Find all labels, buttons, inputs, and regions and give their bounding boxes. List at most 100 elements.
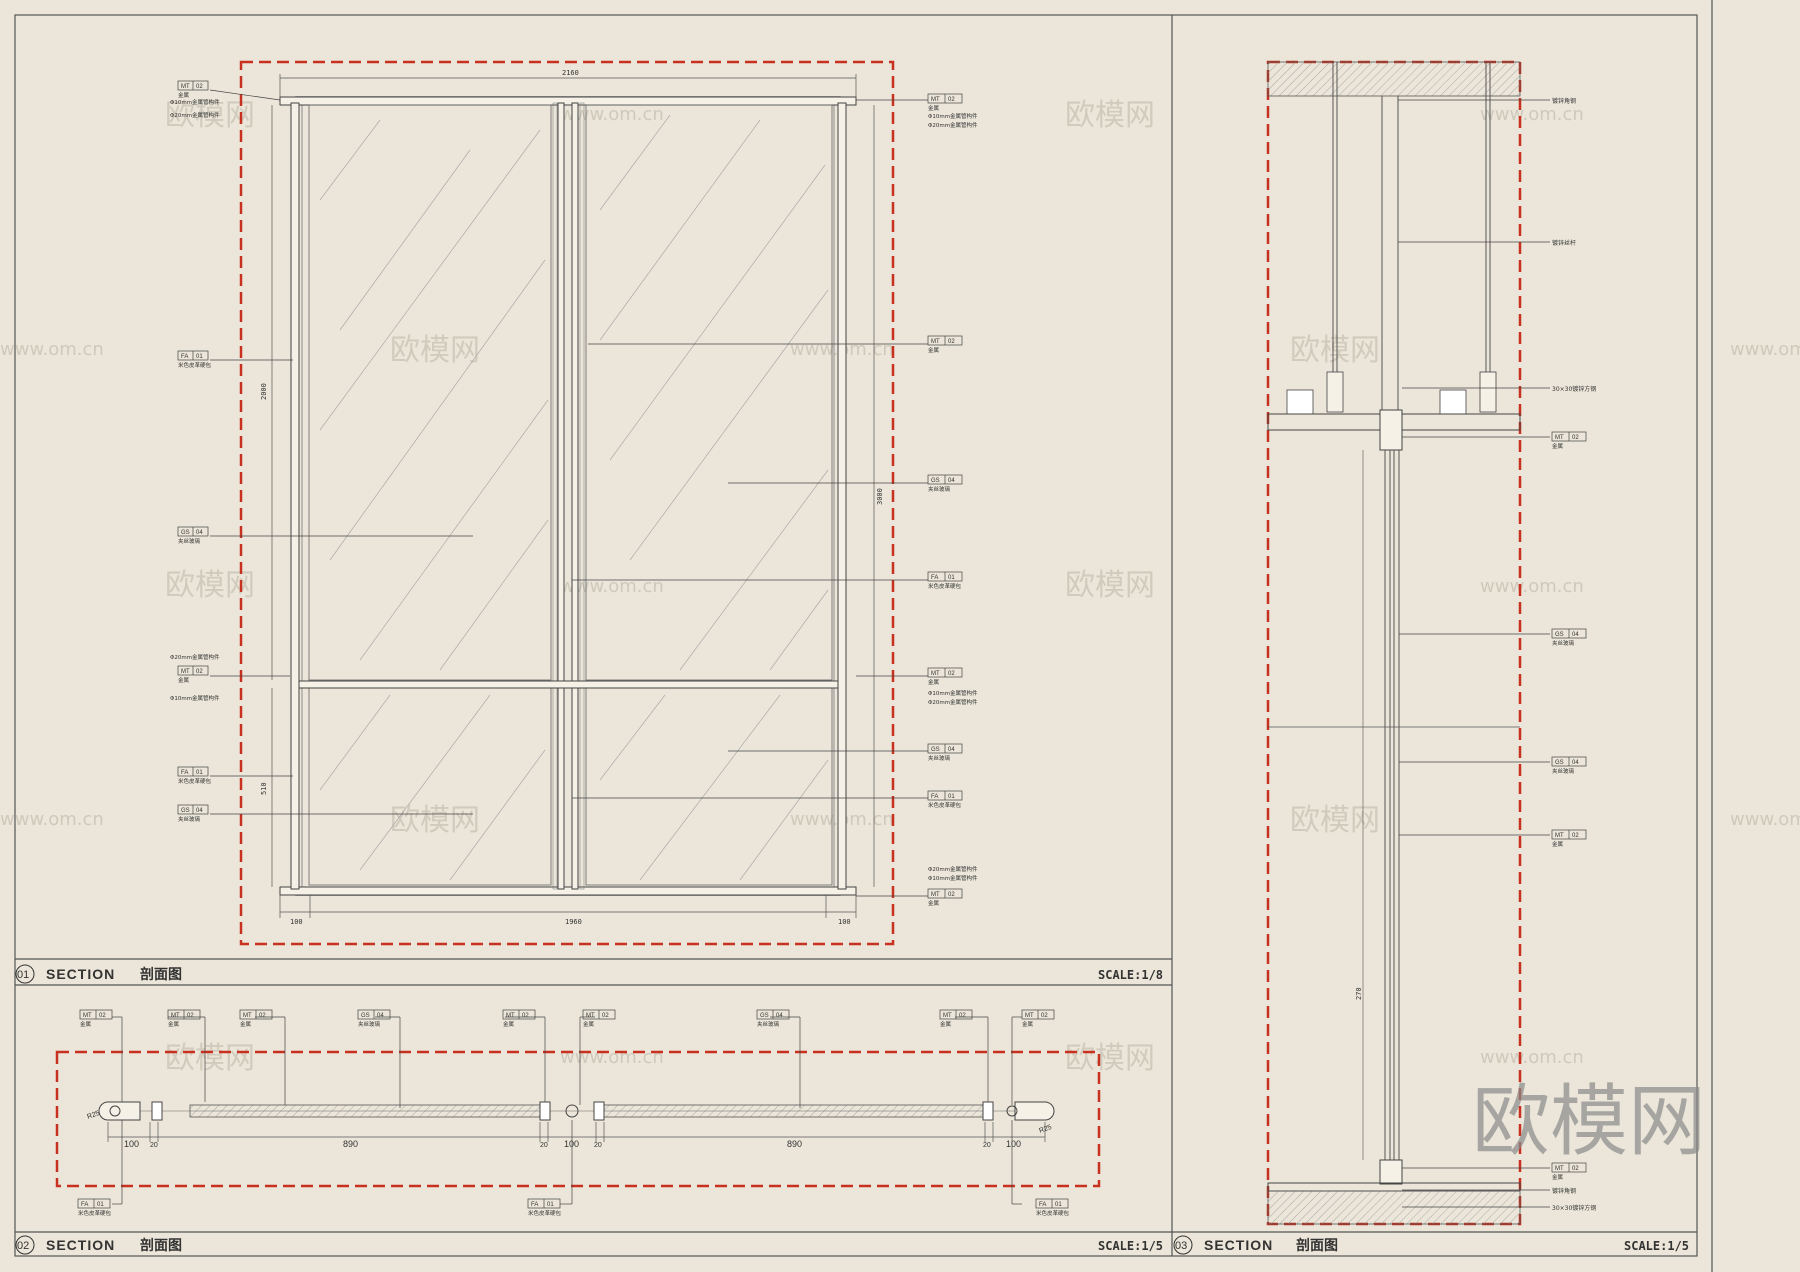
watermark: 欧模网 [390,333,480,368]
svg-text:04: 04 [196,808,203,814]
hanger-bracket [1479,371,1497,413]
svg-text:MT: MT [243,1013,252,1019]
svg-text:金属: 金属 [928,104,939,112]
panel-scale: SCALE:1/5 [1098,1239,1163,1253]
panel-number: 03 [1175,1240,1187,1252]
panel-title: SECTION [46,1237,115,1253]
glass-pane-lower-left [308,687,552,886]
watermark-url: www.om.cn [0,339,104,360]
plan-tag-fa01: FA 01 米色皮革硬包 [527,1198,562,1217]
post [982,1101,994,1121]
note-anchor: 镀锌角钢 [1552,1187,1576,1195]
svg-text:夹丝玻璃: 夹丝玻璃 [928,485,951,493]
svg-text:金属: 金属 [240,1020,251,1028]
svg-text:02: 02 [187,1013,194,1019]
svg-text:02: 02 [1572,833,1579,839]
note-pipe20: Φ20mm金属管构件 [170,111,220,119]
svg-text:04: 04 [1572,760,1579,766]
note-pipe20: Φ20mm金属管构件 [928,121,978,129]
svg-text:01: 01 [97,1202,104,1208]
svg-text:GS: GS [1555,760,1564,766]
svg-text:MT: MT [83,1013,92,1019]
svg-text:米色皮革硬包: 米色皮革硬包 [528,1209,562,1217]
post [593,1101,605,1121]
svg-text:金属: 金属 [928,678,939,686]
glass-pane-lower-right [585,687,833,886]
svg-text:02: 02 [1041,1013,1048,1019]
plan-dim: 100 [124,1139,139,1149]
svg-text:01: 01 [948,575,955,581]
svg-text:金属: 金属 [1552,840,1563,848]
svg-text:MT: MT [931,892,940,898]
note-pipe20: Φ20mm金属管构件 [928,865,978,873]
tag-fa01-right-lower: FA 01 米色皮革硬包 [927,790,963,809]
watermark: 欧模网 [1290,803,1380,838]
svg-text:MT: MT [506,1013,515,1019]
glass-pane-upper-right [585,104,833,681]
watermark-url: www.om.cn [1480,104,1584,125]
plan-dim: 20 [150,1142,158,1149]
watermark-url: www.om.cn [1730,809,1800,830]
tag-fa01-left: FA 01 米色皮革硬包 [177,350,212,369]
svg-text:GS: GS [1555,632,1564,638]
plan-tag-fa01: FA 01 米色皮革硬包 [77,1198,112,1217]
svg-text:夹丝玻璃: 夹丝玻璃 [358,1020,381,1028]
glass-pane-upper-left [308,104,552,681]
svg-text:GS: GS [181,530,190,536]
panel-title: SECTION [46,966,115,982]
plan-tag-mt02: MT 02 金属 [79,1009,113,1028]
svg-text:金属: 金属 [80,1020,91,1028]
svg-text:FA: FA [181,354,188,360]
svg-text:米色皮革硬包: 米色皮革硬包 [178,361,212,369]
watermark-url: www.om.cn [560,1047,664,1068]
svg-text:MT: MT [931,97,940,103]
floor-slab [1267,1190,1521,1225]
glass-hatch [319,114,829,881]
plan-tag-mt02: MT 02 金属 [582,1009,616,1028]
dim-bottom-mid: 1960 [565,918,582,926]
panel-03-section: 270 镀锌角钢 镀锌丝杆 30×30镀锌方钢 MT 02 金属 GS [1266,60,1596,1226]
svg-text:04: 04 [948,478,955,484]
note-pipe20: Φ20mm金属管构件 [170,653,220,661]
post [539,1101,551,1121]
svg-text:02: 02 [948,97,955,103]
svg-text:02: 02 [1572,435,1579,441]
dim-bottom-left: 100 [290,918,303,926]
section-tag-gs04: GS 04 夹丝玻璃 [1551,756,1587,775]
svg-text:夹丝玻璃: 夹丝玻璃 [178,537,201,545]
dim-bottom-right: 100 [838,918,851,926]
svg-text:04: 04 [196,530,203,536]
svg-text:FA: FA [531,1202,538,1208]
tag-fa01-right: FA 01 米色皮革硬包 [927,571,963,590]
square-tube [1439,389,1467,415]
svg-text:02: 02 [259,1013,266,1019]
svg-text:MT: MT [181,84,190,90]
pipe-section [109,1105,121,1117]
note-square: 30×30镀锌方钢 [1552,385,1596,393]
svg-text:02: 02 [99,1013,106,1019]
detail-boundary [239,60,895,946]
svg-text:02: 02 [948,339,955,345]
plan-dim: 890 [343,1139,358,1149]
tag-mt02-right-mid: MT 02 金属 [927,667,963,686]
panel-number: 02 [17,1240,29,1252]
panel-title-cn: 剖面图 [1296,1237,1338,1254]
section-tag-mt02: MT 02 金属 [1551,1162,1587,1181]
bottom-connector [1379,1159,1403,1185]
left-post [290,102,300,890]
plan-tag-mt02: MT 02 金属 [1021,1009,1055,1028]
hanger-rods [1332,62,1491,410]
note-rod: 镀锌丝杆 [1552,239,1576,247]
plan-dim: 20 [540,1142,548,1149]
svg-text:01: 01 [196,354,203,360]
plan-dim: 100 [1006,1139,1021,1149]
plan-tag-mt02: MT 02 金属 [939,1009,973,1028]
dim-top: 2160 [562,69,579,77]
panel-title-cn: 剖面图 [140,1237,182,1254]
svg-text:02: 02 [959,1013,966,1019]
panel-scale: SCALE:1/8 [1098,968,1163,982]
tag-mt02-right: MT 02 金属 [927,335,963,354]
dim-left-upper: 2000 [260,383,268,400]
dim-right: 3000 [876,488,884,505]
